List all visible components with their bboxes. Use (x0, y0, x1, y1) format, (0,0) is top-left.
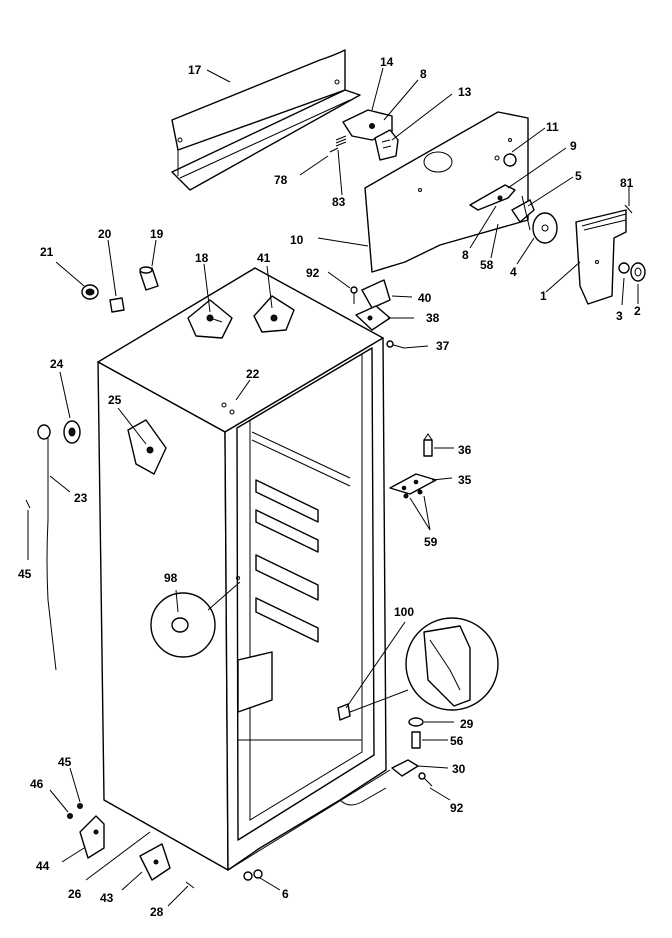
callout-44: 44 (36, 859, 50, 873)
part-24-washer (63, 420, 81, 444)
part-4-fan-motor (532, 212, 558, 244)
part-41-plate (253, 295, 295, 333)
part-35-hinge (389, 473, 437, 495)
callout-29: 29 (460, 717, 474, 731)
part-56-pin (411, 731, 421, 749)
part-92-screw-bottom (418, 772, 433, 787)
callout-14: 14 (380, 55, 394, 69)
callout-18: 18 (195, 251, 209, 265)
callout-26: 26 (68, 887, 82, 901)
part-59-screws (403, 489, 423, 499)
part-44-hinge (79, 815, 105, 859)
callout-98: 98 (164, 571, 178, 585)
callout-28: 28 (150, 905, 164, 919)
callout-37: 37 (436, 339, 450, 353)
part-36-pin (423, 433, 433, 457)
callout-2: 2 (634, 304, 641, 318)
callout-8: 8 (420, 67, 427, 81)
part-2-ring (630, 262, 646, 282)
callout-45: 45 (18, 567, 32, 581)
part-3-knob (618, 262, 630, 274)
leader-lines (27, 67, 639, 907)
callout-10: 10 (290, 233, 304, 247)
callout-46: 46 (30, 777, 44, 791)
callout-40: 40 (418, 291, 432, 305)
part-20-plug (109, 297, 125, 313)
callout-8: 8 (462, 248, 469, 262)
callout-58: 58 (480, 258, 494, 272)
part-43-bracket (139, 843, 171, 881)
callout-41: 41 (257, 251, 271, 265)
part-19-cylinder (139, 266, 159, 291)
part-1-housing (575, 209, 627, 305)
part-45-screw-bottom (77, 803, 83, 809)
part-6-feet (243, 869, 263, 881)
part-100-detail (337, 617, 499, 721)
part-30-bracket (391, 759, 419, 777)
part-10-panel (364, 111, 529, 273)
callout-13: 13 (458, 85, 472, 99)
part-40-hinge (361, 279, 391, 309)
part-9-lever (469, 184, 516, 211)
part-18-plate (187, 299, 233, 339)
callout-92: 92 (306, 266, 320, 280)
part-28-screw (185, 881, 195, 889)
callout-43: 43 (100, 891, 114, 905)
part-92-screw-top (350, 286, 358, 304)
callout-30: 30 (452, 762, 466, 776)
callout-59: 59 (424, 535, 438, 549)
callout-45: 45 (58, 755, 72, 769)
callout-23: 23 (74, 491, 88, 505)
callout-36: 36 (458, 443, 472, 457)
callout-24: 24 (50, 357, 64, 371)
callout-92: 92 (450, 801, 464, 815)
callout-labels: 17 14 8 13 11 9 5 81 78 83 10 8 58 4 1 3… (18, 55, 641, 919)
callout-9: 9 (570, 139, 577, 153)
callout-3: 3 (616, 309, 623, 323)
callout-19: 19 (150, 227, 164, 241)
callout-6: 6 (282, 887, 289, 901)
part-78-83-screws (329, 135, 347, 153)
part-21-plug (81, 284, 99, 300)
part-23-rod (37, 424, 57, 671)
callout-20: 20 (98, 227, 112, 241)
callout-4: 4 (510, 265, 517, 279)
callout-1: 1 (540, 289, 547, 303)
callout-5: 5 (575, 169, 582, 183)
part-81-screw (624, 204, 633, 214)
callout-78: 78 (274, 173, 288, 187)
part-17-top-cover (171, 49, 361, 191)
callout-17: 17 (188, 63, 202, 77)
callout-38: 38 (426, 311, 440, 325)
callout-83: 83 (332, 195, 346, 209)
part-11-knob (503, 153, 517, 167)
callout-25: 25 (108, 393, 122, 407)
part-98-detail (150, 581, 241, 658)
cabinet-body (97, 267, 391, 871)
part-14-bracket (342, 109, 399, 161)
callout-100: 100 (394, 605, 414, 619)
part-45-screw-left (25, 499, 31, 509)
callout-35: 35 (458, 473, 472, 487)
part-37-pin (386, 340, 405, 349)
callout-56: 56 (450, 734, 464, 748)
callout-11: 11 (546, 120, 559, 134)
callout-21: 21 (40, 245, 54, 259)
part-46-screw (67, 813, 73, 819)
callout-22: 22 (246, 367, 260, 381)
part-29-washer (408, 717, 424, 727)
callout-81: 81 (620, 176, 634, 190)
